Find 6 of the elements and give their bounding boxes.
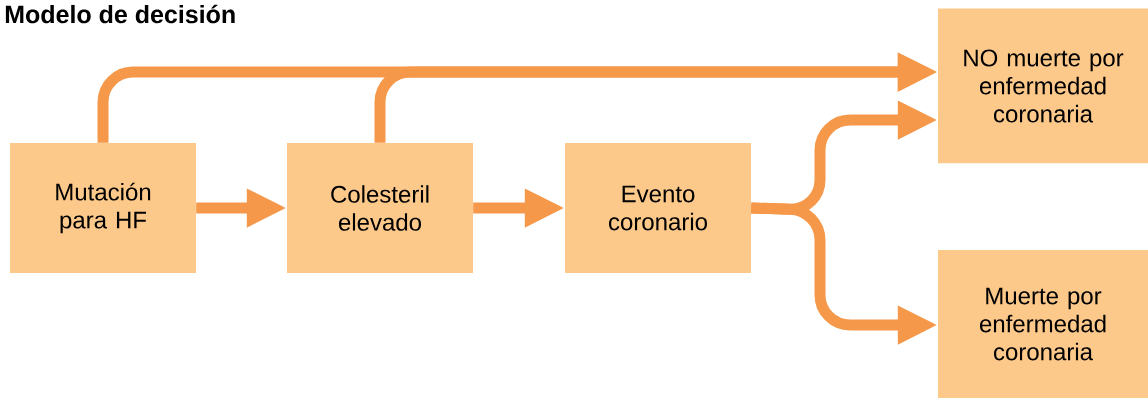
- process-box: Muerte por enfermedad coronaria: [938, 250, 1148, 398]
- process-box: NO muerte por enfermedad coronaria: [938, 8, 1148, 164]
- process-box: Mutación para HF: [10, 143, 196, 273]
- process-box: Colesteril elevado: [287, 143, 473, 273]
- title: Modelo de decisión: [5, 4, 235, 24]
- process-box: Evento coronario: [565, 143, 751, 273]
